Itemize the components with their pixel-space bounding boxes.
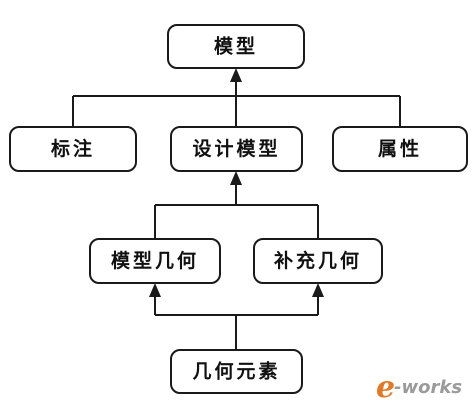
- arrowhead-into-supplementary-geometry: [312, 283, 324, 297]
- arrowhead-into-design-model: [230, 171, 242, 185]
- node-geometric-elements: 几何元素: [170, 349, 303, 394]
- node-model-label: 模型: [214, 35, 258, 58]
- connectors: [72, 80, 401, 350]
- node-supplementary-geometry: 补充几何: [253, 238, 383, 284]
- arrowheads: [149, 68, 324, 297]
- node-model-geometry-label: 模型几何: [111, 249, 199, 272]
- node-model-geometry: 模型几何: [89, 238, 221, 284]
- node-model: 模型: [167, 24, 305, 69]
- node-attribute-label: 属性: [378, 137, 422, 160]
- arrowhead-into-model-geometry: [149, 283, 161, 297]
- eworks-watermark-logo: e -works: [376, 370, 462, 405]
- arrowhead-into-model: [230, 68, 242, 82]
- watermark-e: e: [376, 370, 395, 405]
- node-design-model: 设计模型: [170, 126, 303, 172]
- node-attribute: 属性: [332, 126, 468, 172]
- node-geometric-elements-label: 几何元素: [192, 360, 280, 383]
- node-supplementary-geometry-label: 补充几何: [274, 249, 362, 272]
- node-annotation-label: 标注: [51, 137, 95, 160]
- watermark-works: -works: [394, 377, 462, 398]
- node-design-model-label: 设计模型: [192, 137, 280, 160]
- node-annotation: 标注: [9, 126, 137, 172]
